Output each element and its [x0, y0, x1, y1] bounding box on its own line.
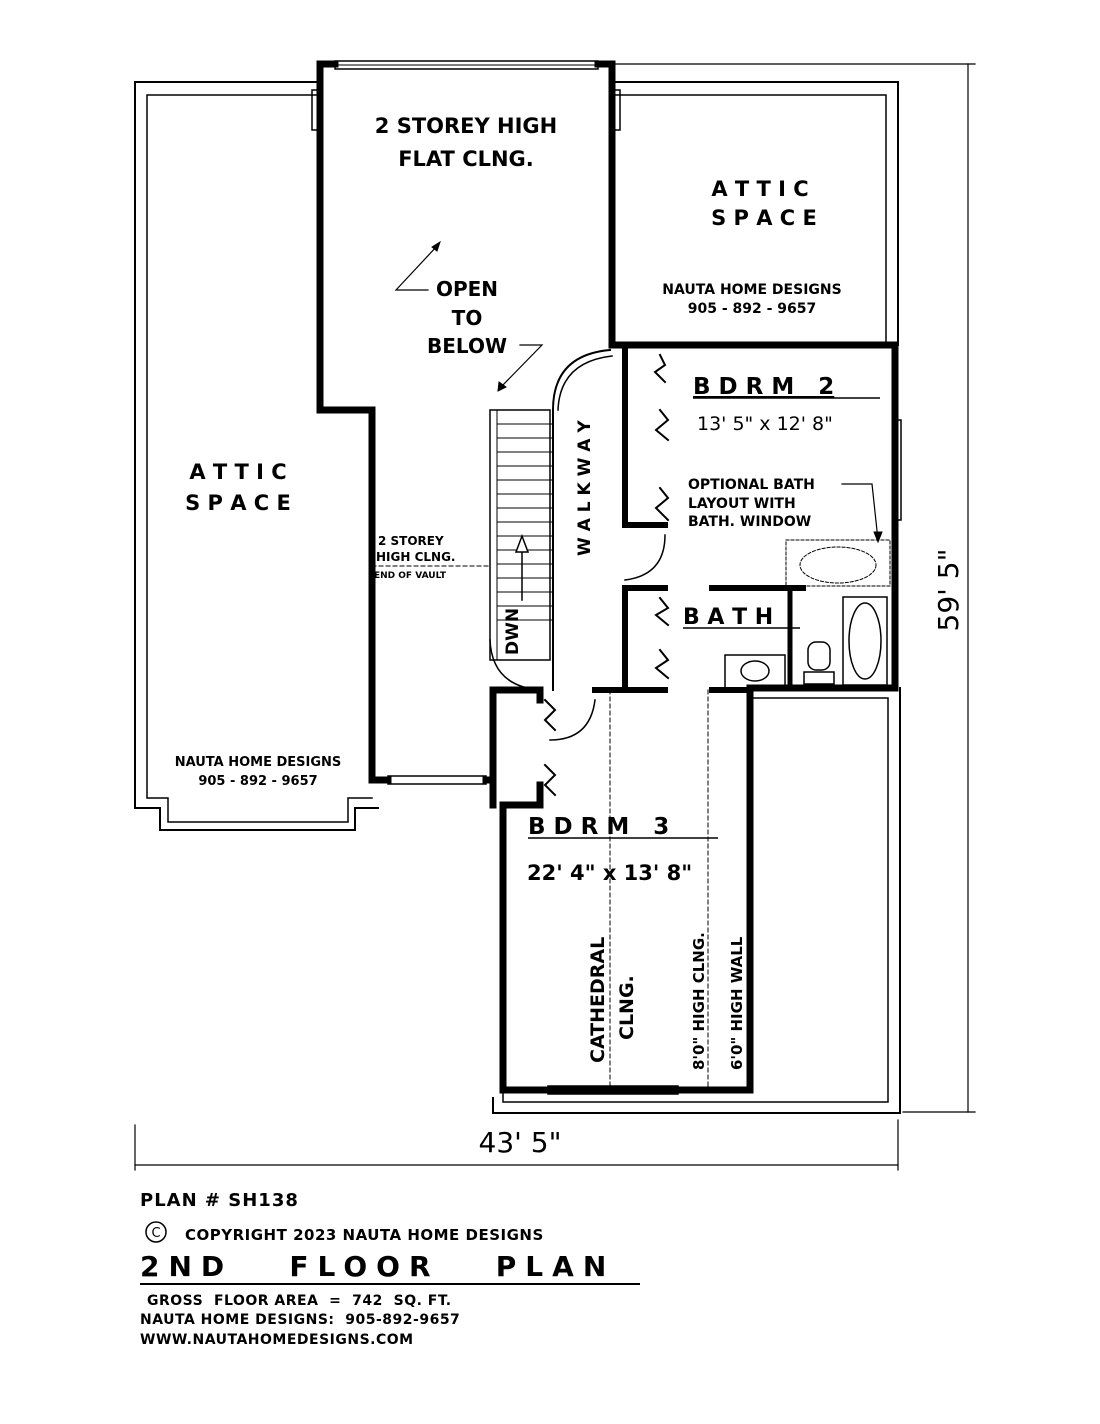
plan-title: 2ND FLOOR PLAN: [140, 1250, 640, 1285]
open-to-below-1: OPEN: [436, 277, 498, 301]
vault-label-1: 2 STOREY: [378, 534, 444, 548]
attic-right-firm: NAUTA HOME DESIGNS: [662, 282, 841, 298]
optional-bath-2: LAYOUT WITH: [688, 496, 796, 512]
width-dimension: 43' 5": [479, 1126, 562, 1159]
open-to-below-2: TO: [452, 306, 483, 330]
bdrm3-name: B D R M 3: [528, 814, 669, 840]
attic-left-phone: 905 - 892 - 9657: [198, 774, 317, 789]
bdrm2-size: 13' 5" x 12' 8": [697, 413, 833, 435]
walkway-label: W A L K W A Y: [575, 420, 595, 556]
bath-label: B A T H: [683, 605, 773, 630]
bdrm3-cathedral-2: CLNG.: [616, 975, 638, 1040]
plan-number: PLAN # SH138: [140, 1190, 299, 1211]
vault-label-3: END OF VAULT: [374, 571, 447, 581]
attic-right-phone: 905 - 892 - 9657: [688, 301, 817, 317]
bdrm3-high-clng: 8'0" HIGH CLNG.: [690, 932, 708, 1070]
bdrm3-cathedral-1: CATHEDRAL: [587, 937, 609, 1063]
attic-left-firm: NAUTA HOME DESIGNS: [175, 755, 342, 770]
attic-left-label-1: A T T I C: [189, 460, 286, 484]
open-to-below-3: BELOW: [427, 334, 507, 358]
exterior-wall-open-area: [316, 60, 392, 784]
copyright-symbol: C: [151, 1226, 160, 1241]
gross-floor-area: GROSS FLOOR AREA = 742 SQ. FT.: [147, 1293, 452, 1309]
open-area-label-2: FLAT CLNG.: [398, 147, 534, 171]
contact-info: NAUTA HOME DESIGNS: 905-892-9657: [140, 1312, 461, 1328]
toilet: [803, 671, 835, 685]
bdrm2-name: B D R M 2: [693, 374, 834, 400]
open-area-label-1: 2 STOREY HIGH: [375, 114, 557, 138]
website: WWW.NAUTAHOMEDESIGNS.COM: [140, 1332, 414, 1348]
bathtub: [842, 596, 888, 686]
vanity: [724, 654, 786, 689]
attic-right-label-2: S P A C E: [711, 206, 817, 230]
bdrm3-size: 22' 4" x 13' 8": [527, 861, 692, 885]
vault-label-2: HIGH CLNG.: [376, 550, 455, 564]
optional-bath-1: OPTIONAL BATH: [688, 477, 815, 493]
bdrm3-high-wall: 6'0" HIGH WALL: [728, 936, 746, 1070]
attic-right-label-1: A T T I C: [711, 177, 808, 201]
attic-right-outline: [611, 81, 899, 346]
depth-dimension: 59' 5": [932, 549, 965, 632]
bdrm2-walls: [622, 347, 668, 528]
attic-lower-right-outline: [492, 687, 901, 1114]
copyright-icon: [145, 1221, 167, 1243]
stairs-down-label: DWN: [503, 608, 523, 655]
copyright-text: COPYRIGHT 2023 NAUTA HOME DESIGNS: [185, 1226, 544, 1244]
optional-bath-3: BATH. WINDOW: [688, 514, 811, 530]
attic-left-label-2: S P A C E: [185, 491, 291, 515]
staircase: [489, 348, 613, 691]
attic-left-outline: [134, 81, 379, 831]
